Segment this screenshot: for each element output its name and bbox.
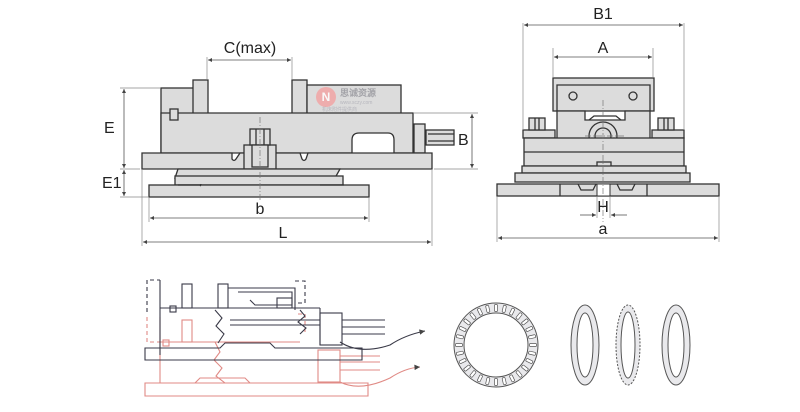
needle-roller — [501, 377, 507, 385]
needle-roller — [477, 374, 483, 383]
body-window — [351, 132, 395, 153]
label-e1: E1 — [102, 175, 122, 192]
vise-base-plate — [141, 152, 433, 170]
swivel-base-plate — [148, 184, 370, 198]
fixed-jaw-plate — [192, 79, 209, 115]
needle-roller — [528, 350, 536, 356]
spindle-housing — [413, 123, 426, 154]
needle-roller — [515, 370, 523, 378]
jaw-screw-right — [628, 91, 638, 101]
label-l: L — [279, 225, 288, 242]
needle-roller — [521, 364, 529, 372]
right-hex-bolt — [657, 117, 675, 131]
needle-roller — [477, 307, 483, 316]
needle-thrust-bearing-face — [453, 302, 539, 388]
assembly-red-outline — [144, 313, 421, 397]
needle-roller — [463, 364, 471, 372]
needle-roller — [509, 374, 515, 383]
left-hex-bolt — [528, 117, 546, 131]
watermark: N 思诚资源 www.sczy.com 机床附件提供商 — [316, 87, 376, 113]
spindle-square — [425, 129, 455, 146]
thrust-washer — [570, 304, 600, 386]
needle-roller — [494, 378, 498, 386]
needle-roller — [494, 304, 498, 312]
label-e: E — [104, 120, 115, 137]
needle-roller — [515, 312, 523, 320]
label-b-base: b — [256, 201, 265, 218]
needle-roller — [463, 318, 471, 326]
needle-roller — [458, 326, 467, 332]
needle-roller — [509, 307, 515, 316]
front-view: B1 A H a — [496, 6, 720, 242]
label-b-height: B — [458, 132, 469, 149]
svg-text:N: N — [322, 90, 331, 104]
needle-roller — [485, 377, 491, 385]
assembly-dark-outline — [144, 279, 426, 361]
right-clamp-foot — [651, 129, 685, 139]
watermark-logo-icon — [316, 87, 336, 107]
swivel-plate-front — [514, 172, 691, 183]
assembly-view — [144, 279, 426, 397]
watermark-url: www.sczy.com — [340, 100, 372, 106]
label-a-lower: a — [599, 221, 608, 238]
moving-jaw-plate — [291, 79, 308, 115]
front-base-lip — [521, 165, 687, 174]
side-view: C(max) E E1 B b L — [102, 40, 478, 246]
needle-roller — [456, 334, 464, 340]
needle-roller — [501, 305, 507, 313]
needle-roller — [528, 334, 536, 340]
label-h: H — [597, 199, 609, 216]
needle-roller — [529, 343, 537, 347]
jaw-screw-left — [568, 91, 578, 101]
needle-roller — [485, 305, 491, 313]
needle-roller — [525, 326, 534, 332]
needle-roller — [458, 358, 467, 364]
jaw-top — [552, 77, 655, 112]
swivel-collar — [174, 175, 344, 186]
needle-roller — [456, 350, 464, 356]
needle-cage — [615, 304, 641, 386]
label-c-max: C(max) — [224, 40, 276, 57]
stop-pin — [169, 108, 179, 121]
watermark-tagline: 机床附件提供商 — [322, 106, 357, 113]
watermark-brand: 思诚资源 — [340, 87, 376, 98]
needle-roller — [469, 312, 477, 320]
needle-roller — [521, 318, 529, 326]
needle-roller — [469, 370, 477, 378]
bearing-parts — [453, 302, 691, 388]
left-clamp-foot — [522, 129, 556, 139]
label-a-upper: A — [598, 40, 609, 57]
thrust-washer — [661, 304, 691, 386]
needle-roller — [525, 358, 534, 364]
needle-roller — [455, 343, 463, 347]
label-b1: B1 — [593, 6, 613, 23]
